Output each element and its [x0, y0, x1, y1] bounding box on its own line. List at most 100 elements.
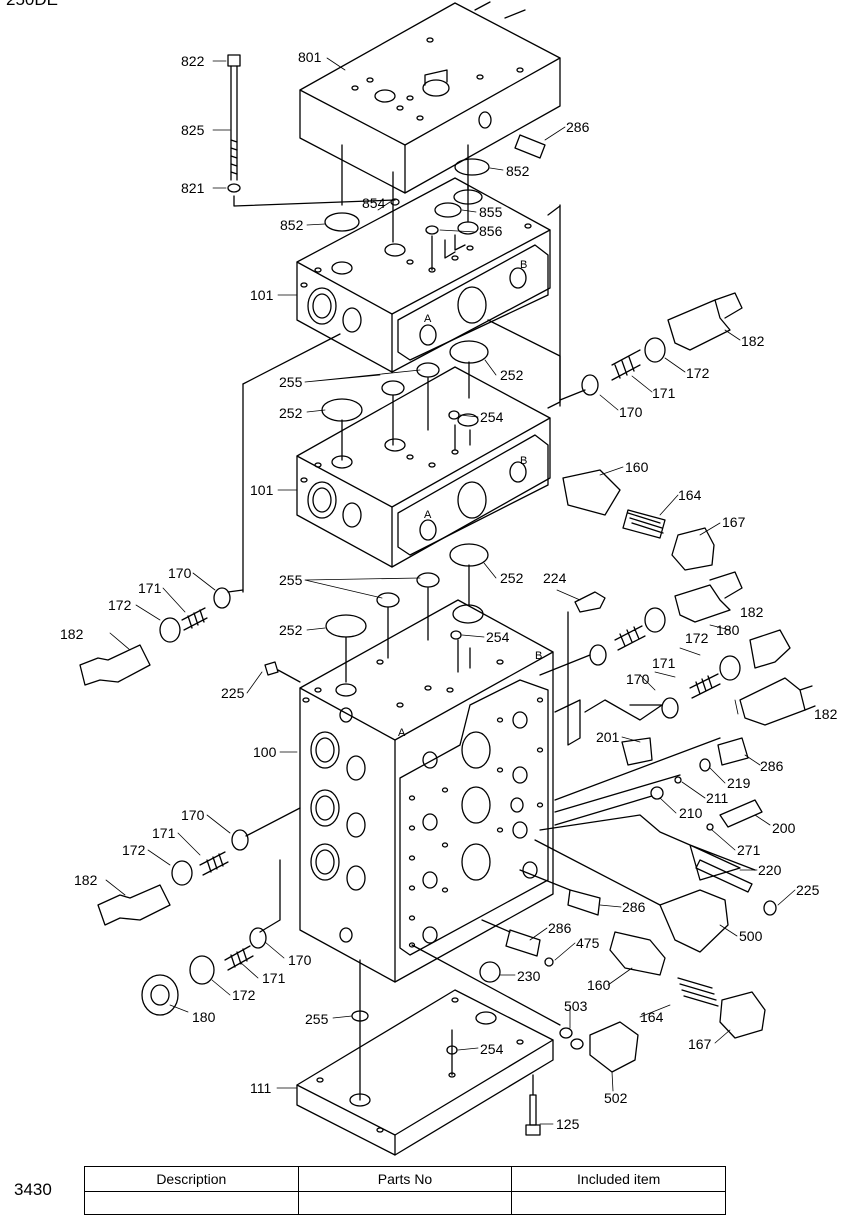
callout-171-bottom: 171	[262, 970, 286, 986]
callout-182-left-lower: 182	[74, 872, 98, 888]
callout-856: 856	[479, 223, 503, 239]
callout-854: 854	[362, 195, 386, 211]
bottom-plate-111	[296, 989, 554, 1156]
section-101-lower	[296, 366, 551, 568]
callout-224: 224	[543, 570, 567, 586]
leader-lines	[105, 57, 796, 1125]
callout-171-right-mid: 171	[652, 655, 676, 671]
callout-254-lower: 254	[486, 629, 510, 645]
port-mark-a-upper: A	[424, 313, 432, 325]
callout-230: 230	[517, 968, 541, 984]
callout-252-mid-right: 252	[500, 367, 524, 383]
callout-255-bottom: 255	[305, 1011, 329, 1027]
callout-252-lower-right: 252	[500, 570, 524, 586]
port-mark-b-upper: B	[520, 259, 527, 271]
callout-503: 503	[564, 998, 588, 1014]
callout-101-lower: 101	[250, 482, 274, 498]
callout-172-left-mid: 172	[108, 597, 132, 613]
table-cell	[84, 1191, 299, 1215]
callout-500: 500	[739, 928, 763, 944]
exploded-view-diagram: 801 822 825 821 286 852 854 852 855 856 …	[60, 1, 838, 1156]
callout-201: 201	[596, 729, 620, 745]
valve-set-left-lower	[97, 807, 301, 1016]
callout-225-left: 225	[221, 685, 245, 701]
callout-225-right: 225	[796, 882, 820, 898]
callout-172-bottom: 172	[232, 987, 256, 1003]
bolt-822-825-821	[227, 54, 396, 207]
valve-set-160-164-167-upper	[562, 469, 715, 571]
page-number: 3430	[14, 1180, 52, 1199]
valve-set-left-mid	[79, 587, 244, 686]
valve-set-right-mid	[539, 571, 816, 746]
callout-220: 220	[758, 862, 782, 878]
callout-825: 825	[181, 122, 205, 138]
callout-255-lower: 255	[279, 572, 303, 588]
table-row	[84, 1191, 726, 1215]
callout-167-lower: 167	[688, 1036, 712, 1052]
right-small-parts	[411, 737, 777, 1073]
port-mark-a-body: A	[398, 727, 406, 739]
callout-172-left-lower: 172	[122, 842, 146, 858]
callout-164-lower: 164	[640, 1009, 664, 1025]
callout-170-left-mid: 170	[168, 565, 192, 581]
callout-170-right-mid: 170	[626, 671, 650, 687]
callout-821: 821	[181, 180, 205, 196]
callout-167-upper: 167	[722, 514, 746, 530]
callout-502: 502	[604, 1090, 628, 1106]
callout-852-left: 852	[280, 217, 304, 233]
callout-180-bottom: 180	[192, 1009, 216, 1025]
callout-171-left-mid: 171	[138, 580, 162, 596]
callout-475: 475	[576, 935, 600, 951]
callout-164-upper: 164	[678, 487, 702, 503]
callout-182-right-mid: 182	[740, 604, 764, 620]
callout-171-upper-right: 171	[652, 385, 676, 401]
column-header-description: Description	[84, 1166, 299, 1192]
callout-211: 211	[706, 790, 729, 806]
callout-219: 219	[727, 775, 751, 791]
callout-125: 125	[556, 1116, 580, 1132]
callout-286-mid: 286	[622, 899, 646, 915]
callout-255-mid: 255	[279, 374, 303, 390]
parts-table: Description Parts No Included item	[84, 1166, 726, 1215]
callout-855: 855	[479, 204, 503, 220]
callout-171-left-lower: 171	[152, 825, 176, 841]
port-mark-b-body: B	[535, 650, 542, 662]
callout-286-bottom: 286	[548, 920, 572, 936]
callout-252-lower-left: 252	[279, 622, 303, 638]
callout-252-mid-left: 252	[279, 405, 303, 421]
callout-170-bottom: 170	[288, 952, 312, 968]
callout-182-left-mid: 182	[60, 626, 84, 642]
callout-254-mid: 254	[480, 409, 504, 425]
callout-160-lower: 160	[587, 977, 611, 993]
callout-170-left-lower: 170	[181, 807, 205, 823]
callout-286-top: 286	[566, 119, 590, 135]
callout-254-bottom: 254	[480, 1041, 504, 1057]
callout-200: 200	[772, 820, 796, 836]
callout-180-right: 180	[716, 622, 740, 638]
table-cell	[297, 1191, 513, 1215]
callout-801: 801	[298, 49, 322, 65]
callout-822: 822	[181, 53, 205, 69]
table-cell	[511, 1191, 726, 1215]
callout-172-right-mid: 172	[685, 630, 709, 646]
port-mark-a-lower: A	[424, 509, 432, 521]
callout-170-upper-right: 170	[619, 404, 643, 420]
callout-172-upper-right: 172	[686, 365, 710, 381]
callout-160-upper: 160	[625, 459, 649, 475]
port-mark-b-lower: B	[520, 455, 527, 467]
callout-182-upper-right: 182	[741, 333, 765, 349]
callout-271: 271	[737, 842, 761, 858]
callout-286-right: 286	[760, 758, 784, 774]
callout-182-right-lower: 182	[814, 706, 838, 722]
valve-set-upper-right	[559, 292, 743, 401]
callout-210: 210	[679, 805, 703, 821]
column-header-parts-no: Parts No	[297, 1166, 513, 1192]
callout-111: 111	[250, 1080, 271, 1096]
main-body-100	[299, 599, 554, 983]
column-header-included-item: Included item	[511, 1166, 726, 1192]
section-101-upper	[296, 177, 551, 373]
model-code: 250DE	[6, 0, 58, 10]
callout-852-upper: 852	[506, 163, 530, 179]
callout-101-upper: 101	[250, 287, 274, 303]
